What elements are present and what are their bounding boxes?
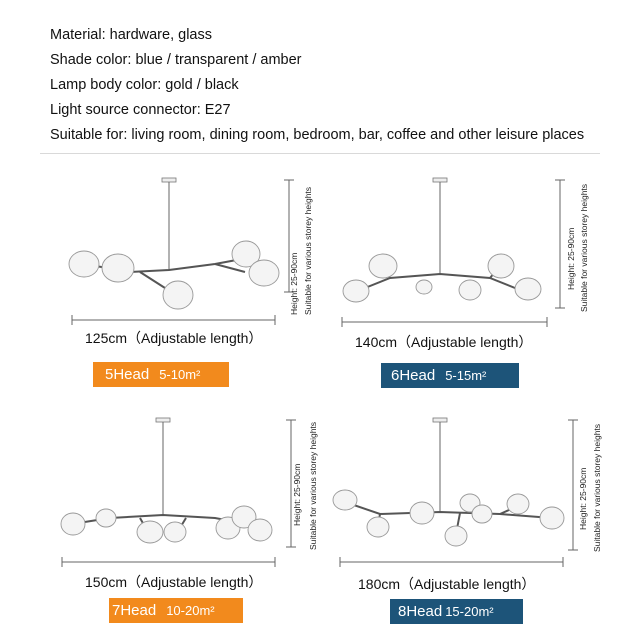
chandelier-5-head-drawing (68, 177, 294, 325)
storey-label: Suitable for various storey heights (303, 186, 313, 315)
product-panel-8-head: Height: 25-90cm Suitable for various sto… (320, 400, 640, 640)
chandelier-6-head-drawing (341, 177, 565, 327)
storey-label: Suitable for various storey heights (308, 421, 318, 550)
storey-label: Suitable for various storey heights (592, 423, 602, 552)
head-count: 5Head (105, 366, 150, 383)
spec-material: Material: hardware, glass (50, 27, 212, 43)
height-label: Height: 25-90cm (292, 463, 302, 526)
head-count: 8Head (398, 603, 443, 620)
room-area: 5-10m² (159, 367, 201, 382)
head-count: 7Head (112, 602, 157, 619)
width-label: 125cm（Adjustable length） (85, 330, 263, 346)
spec-light-source-connector: Light source connector: E27 (50, 102, 231, 118)
head-badge: 7Head 10-20m² (109, 598, 243, 623)
width-label: 180cm（Adjustable length） (358, 576, 536, 592)
product-panel-6-head: Height: 25-90cm Suitable for various sto… (320, 160, 640, 400)
storey-label: Suitable for various storey heights (579, 183, 589, 312)
height-label: Height: 25-90cm (289, 252, 299, 315)
chandelier-8-head-drawing (332, 417, 578, 567)
width-label: 150cm（Adjustable length） (85, 574, 263, 590)
chandelier-7-head-drawing (60, 417, 296, 567)
head-badge: 6Head 5-15m² (381, 363, 519, 388)
room-area: 5-15m² (445, 368, 487, 383)
height-label: Height: 25-90cm (566, 227, 576, 290)
spec-suitable-for: Suitable for: living room, dining room, … (50, 127, 585, 143)
room-area: 10-20m² (166, 603, 215, 618)
product-panel-7-head: Height: 25-90cm Suitable for various sto… (0, 400, 320, 640)
width-label: 140cm（Adjustable length） (355, 334, 533, 350)
head-badge: 5Head 5-10m² (93, 362, 229, 387)
product-panel-5-head: Height: 25-90cm Suitable for various sto… (0, 160, 320, 400)
spec-shade-color: Shade color: blue / transparent / amber (50, 52, 302, 68)
spec-lamp-body-color: Lamp body color: gold / black (50, 77, 239, 93)
room-area: 15-20m² (445, 604, 494, 619)
divider (40, 153, 600, 154)
height-label: Height: 25-90cm (578, 467, 588, 530)
head-count: 6Head (391, 367, 436, 384)
